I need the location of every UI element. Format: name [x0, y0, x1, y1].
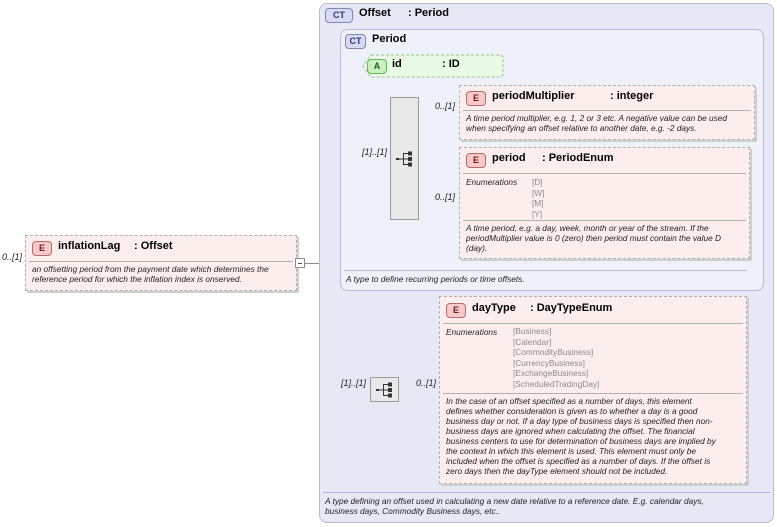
doc-line: reference period for which the inflation…: [32, 274, 242, 284]
enum-value: [W]: [532, 187, 545, 198]
enum-value: [CommodityBusiness]: [513, 347, 594, 357]
element-separator: [463, 220, 746, 221]
enum-value: [D]: [532, 177, 543, 187]
doc-line: A type defining an offset used in calcul…: [325, 496, 704, 506]
doc-line: business day or not. If a day type of bu…: [446, 416, 713, 426]
doc-line: included when the offset is specified as…: [446, 456, 711, 466]
minus-glyph: [298, 262, 302, 264]
doc-line: business centers to use for determinatio…: [446, 436, 716, 446]
period-multiplier-type: : integer: [610, 90, 654, 102]
period-type: : PeriodEnum: [542, 152, 614, 164]
period-multiplier-doc: A time period multiplier, e.g. 1, 2 or 3…: [466, 113, 754, 133]
doc-line: periodMultiplier value is 0 (zero) then …: [466, 233, 722, 243]
doc-line: business days are ignored when calculati…: [446, 426, 695, 436]
doc-line: business days, Commodity Business days, …: [325, 506, 501, 516]
collapse-toggle-icon[interactable]: [295, 258, 305, 268]
enum-value: [Business]: [513, 326, 552, 336]
sequence-icon: [396, 151, 412, 167]
doc-line: (day).: [466, 243, 488, 253]
inflation-lag-doc: an offsetting period from the payment da…: [32, 264, 294, 284]
doc-line: defines whether consideration is given a…: [446, 406, 698, 416]
attribute-icon: A: [367, 59, 387, 74]
doc-line: when specifying an offset relative to an…: [466, 123, 697, 133]
period-multiplier-name: periodMultiplier: [492, 90, 575, 102]
period-sequence-compositor[interactable]: [390, 97, 419, 220]
offset-doc-separator: [323, 492, 770, 493]
element-icon: E: [32, 241, 52, 256]
period-sequence-cardinality: [1]..[1]: [362, 147, 388, 157]
daytype-enum-list: [Business] [Calendar] [CommodityBusiness…: [513, 326, 599, 389]
inflation-lag-cardinality: 0..[1]: [2, 252, 23, 262]
doc-line: an offsetting period from the payment da…: [32, 264, 269, 274]
period-type-name: Period: [372, 33, 407, 45]
id-attribute-name: id: [392, 58, 402, 70]
element-separator: [463, 110, 751, 111]
sequence-icon: [376, 382, 392, 398]
doc-line: A time period multiplier, e.g. 1, 2 or 3…: [466, 113, 728, 123]
daytype-type: : DayTypeEnum: [530, 302, 613, 314]
doc-line: the context in which this element is use…: [446, 446, 696, 456]
inflation-lag-name: inflationLag: [58, 240, 121, 252]
period-enum-label: Enumerations: [466, 177, 518, 187]
enum-value: [Calendar]: [513, 336, 552, 347]
element-icon: E: [466, 91, 486, 106]
offset-type-base: : Period: [408, 7, 449, 19]
element-separator: [443, 323, 743, 324]
period-type-doc: A type to define recurring periods or ti…: [346, 274, 525, 284]
period-cardinality: 0..[1]: [435, 192, 456, 202]
daytype-element[interactable]: E dayType : DayTypeEnum Enumerations [Bu…: [439, 296, 747, 484]
element-icon: E: [466, 153, 486, 168]
daytype-name: dayType: [472, 302, 516, 314]
period-doc: A time period, e.g. a day, week, month o…: [466, 223, 748, 253]
doc-line: In the case of an offset specified as a …: [446, 396, 692, 406]
period-element[interactable]: E period : PeriodEnum Enumerations [D] […: [459, 147, 750, 259]
period-doc-separator: [344, 270, 747, 271]
id-attribute: A id : ID: [362, 54, 504, 78]
element-separator: [463, 173, 746, 174]
enum-value: [ScheduledTradingDay]: [513, 378, 600, 389]
complex-type-icon: CT: [325, 8, 353, 23]
attribute-shape: [362, 54, 504, 78]
daytype-doc: In the case of an offset specified as a …: [446, 396, 744, 476]
inflation-lag-element[interactable]: E inflationLag : Offset an offsetting pe…: [25, 235, 297, 291]
daytype-sequence-cardinality: [1]..[1]: [341, 378, 367, 388]
complex-type-icon: CT: [345, 34, 366, 49]
daytype-sequence-compositor[interactable]: [370, 377, 399, 402]
connector-root-h: [297, 263, 331, 264]
period-multiplier-element[interactable]: E periodMultiplier : integer A time peri…: [459, 85, 755, 140]
element-icon: E: [446, 303, 466, 318]
offset-type-name: Offset: [359, 7, 391, 19]
daytype-enum-label: Enumerations: [446, 327, 498, 337]
element-separator: [29, 261, 293, 262]
period-enum-list: [D] [W] [M] [Y]: [532, 177, 544, 219]
inflation-lag-type: : Offset: [134, 240, 173, 252]
enum-value: [ExchangeBusiness]: [513, 368, 589, 378]
offset-type-doc: A type defining an offset used in calcul…: [325, 496, 765, 516]
enum-value: [Y]: [532, 208, 543, 219]
doc-line: A time period, e.g. a day, week, month o…: [466, 223, 709, 233]
enum-value: [CurrencyBusiness]: [513, 357, 585, 368]
element-separator: [443, 393, 743, 394]
period-name: period: [492, 152, 526, 164]
enum-value: [M]: [532, 198, 544, 208]
doc-line: zero days then the dayType element shoul…: [446, 466, 668, 476]
period-multiplier-cardinality: 0..[1]: [435, 101, 456, 111]
daytype-cardinality: 0..[1]: [416, 378, 437, 388]
id-attribute-type: : ID: [442, 58, 460, 70]
